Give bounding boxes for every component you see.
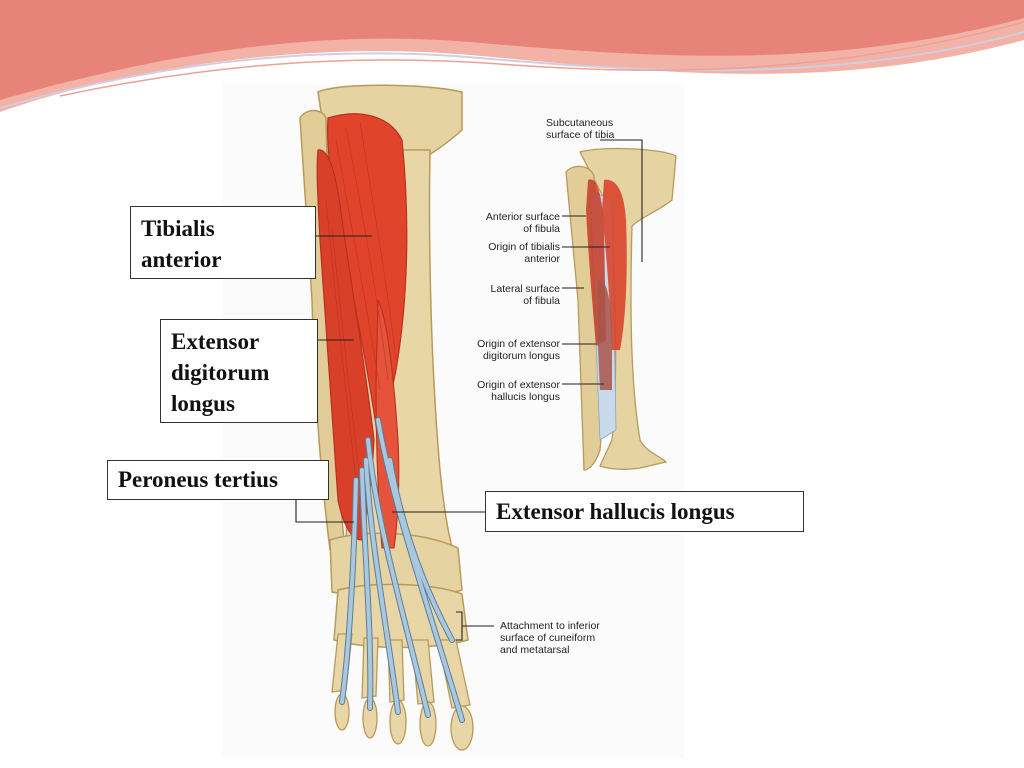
- inset-label-subcutaneous-line-2: surface of tibia: [546, 129, 615, 141]
- inset-label-attachment-line-1: Attachment to inferior: [500, 620, 600, 632]
- label-peroneus-tertius: Peroneus tertius: [107, 460, 329, 500]
- metatarsal-2: [411, 639, 435, 705]
- inset-label-attachment-cuneiform: Attachment to inferior surface of cuneif…: [500, 620, 600, 656]
- inset-label-origin-ehl-line-1: Origin of extensor: [477, 379, 560, 391]
- label-extensor-digitorum-longus: Extensor digitorum longus: [160, 319, 318, 423]
- label-extensor-hallucis-longus: Extensor hallucis longus: [485, 491, 804, 532]
- inset-label-origin-edl-line-1: Origin of extensor: [477, 338, 560, 350]
- header-wave-decoration: [0, 0, 1024, 112]
- inset-label-anterior-surface-line-2: of fibula: [523, 223, 560, 235]
- inset-origin-extensor-hallucis: [597, 279, 612, 390]
- tendon-digit-3: [364, 458, 400, 714]
- label-tibialis-anterior: Tibialis anterior: [130, 206, 316, 279]
- label-extensor-digitorum-line-1: Extensor: [171, 329, 260, 354]
- main-leg-muscles: [316, 113, 408, 549]
- inset-label-anterior-surface-line-1: Anterior surface: [485, 211, 560, 223]
- leader-peroneus-tertius: [295, 500, 354, 523]
- inset-label-origin-tibialis-line-1: Origin of tibialis: [488, 241, 560, 253]
- label-peroneus-tertius-text: Peroneus tertius: [118, 467, 278, 492]
- tendon-tibialis-anterior: [388, 458, 454, 642]
- inset-label-origin-extensor-hallucis: Origin of extensor hallucis longus: [477, 379, 560, 403]
- inset-label-origin-tibialis-line-2: anterior: [524, 253, 560, 265]
- inset-leg-diagram: [565, 147, 677, 471]
- header-wave-front: [0, 0, 1024, 100]
- inset-label-subcutaneous-line-1: Subcutaneous: [546, 117, 614, 129]
- toe-2: [419, 701, 437, 747]
- label-extensor-digitorum-line-3: longus: [171, 391, 235, 416]
- inset-label-attachment-line-3: and metatarsal: [500, 644, 570, 656]
- header-wave-line-2: [59, 21, 1024, 97]
- tendon-hallucis: [376, 418, 464, 722]
- muscle-striations: [325, 121, 397, 511]
- header-wave-line: [0, 31, 1024, 109]
- tendon-digit-2: [366, 438, 430, 717]
- inset-label-attachment-line-2: surface of cuneiform: [500, 632, 596, 644]
- inset-label-origin-edl-line-2: digitorum longus: [482, 350, 560, 362]
- inset-label-lateral-surface-fibula: Lateral surface of fibula: [491, 283, 560, 307]
- inset-label-lateral-surface-line-1: Lateral surface: [490, 283, 560, 295]
- label-tibialis-anterior-line-1: Tibialis: [141, 216, 215, 241]
- inset-label-anterior-surface-fibula: Anterior surface of fibula: [486, 211, 560, 235]
- leader-subcutaneous-tibia: [600, 139, 643, 262]
- main-leg-tendons: [339, 417, 465, 723]
- label-extensor-digitorum-line-2: digitorum: [171, 360, 270, 385]
- toe-1: [450, 705, 474, 751]
- label-extensor-hallucis-text: Extensor hallucis longus: [496, 499, 735, 524]
- inset-label-lateral-surface-line-2: of fibula: [523, 295, 560, 307]
- leader-lines: [295, 139, 643, 641]
- inset-label-subcutaneous-tibia: Subcutaneous surface of tibia: [546, 117, 614, 141]
- label-tibialis-anterior-line-2: anterior: [141, 247, 222, 272]
- inset-origin-tibialis-anterior: [602, 179, 627, 350]
- inset-label-origin-extensor-digitorum: Origin of extensor digitorum longus: [477, 338, 560, 362]
- inset-label-origin-ehl-line-2: hallucis longus: [491, 391, 560, 403]
- tendon-digit-5: [340, 478, 358, 704]
- inset-label-origin-tibialis: Origin of tibialis anterior: [488, 241, 560, 265]
- tendon-digit-4: [360, 468, 373, 710]
